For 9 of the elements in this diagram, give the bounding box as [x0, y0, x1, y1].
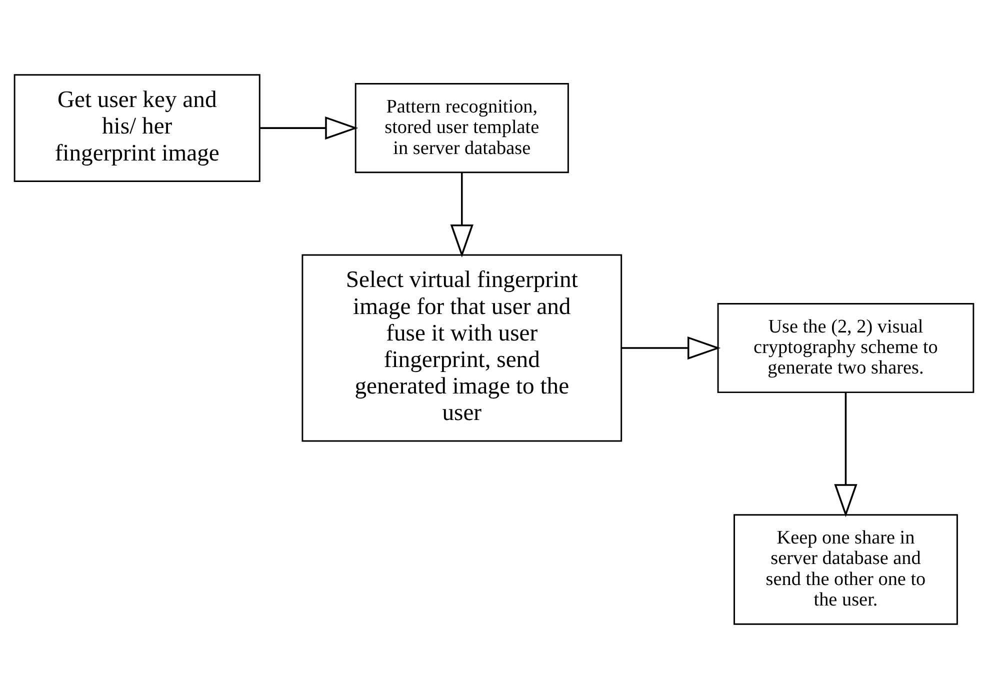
arrow	[622, 336, 721, 360]
node-box: Get user key and his/ her fingerprint image	[14, 74, 260, 182]
arrow	[450, 172, 474, 258]
node-box: Pattern recognition, stored user template in server database	[354, 82, 569, 173]
arrow	[260, 116, 358, 140]
node-box: Select virtual fingerprint image for that user and fuse it with user fingerprint, send generated image to the user	[302, 254, 622, 442]
node-box: Use the (2, 2) visual cryptography scheme to generate two shares.	[717, 302, 974, 393]
arrow	[834, 392, 858, 517]
node-box: Keep one share in server database and send the other one to the user.	[734, 514, 958, 624]
